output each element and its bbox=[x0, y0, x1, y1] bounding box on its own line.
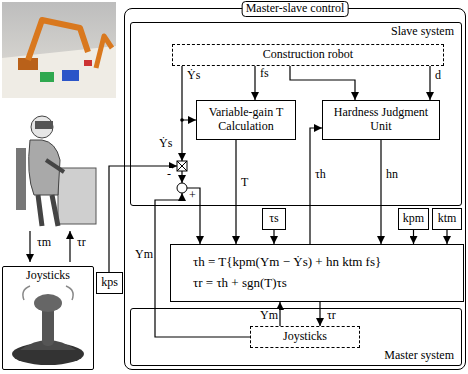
box-label: kps bbox=[101, 276, 118, 290]
signal-arrow bbox=[254, 66, 255, 100]
parameter-box: τs bbox=[262, 208, 286, 230]
gain-box: kpm bbox=[398, 208, 429, 230]
signal-arrow bbox=[279, 302, 280, 326]
chair bbox=[16, 148, 26, 210]
process-box: Variable-gain T Calculation bbox=[196, 100, 296, 140]
signal-arrow bbox=[429, 66, 430, 100]
signal-arrow bbox=[290, 66, 355, 100]
operator-legs bbox=[38, 195, 58, 226]
region-label: Slave system bbox=[388, 25, 457, 39]
plant-box: Construction robot bbox=[172, 44, 444, 66]
error-wire bbox=[187, 188, 200, 244]
robot-scene bbox=[2, 2, 116, 98]
blue-block bbox=[62, 70, 79, 81]
motion-arrows bbox=[23, 286, 73, 300]
joystick-grip bbox=[34, 294, 62, 312]
operator-figure bbox=[16, 116, 96, 226]
equation-box: τh = T{kpm(Ym − Ẏs) + hn ktm fs} τr = τh … bbox=[170, 244, 464, 302]
box-label: Variable-gain T Calculation bbox=[201, 106, 291, 134]
system-boundary: Master-slave controlSlave systemConstruc… bbox=[124, 8, 466, 370]
multiplier-symbol bbox=[177, 161, 187, 171]
signal-arrow bbox=[235, 140, 236, 244]
summing-junction bbox=[177, 183, 187, 193]
box-label: ktm bbox=[438, 212, 457, 226]
device-box: Joysticks bbox=[250, 326, 360, 348]
signal-arrow bbox=[446, 230, 447, 244]
torque-arrow bbox=[69, 231, 70, 262]
gain-box: ktm bbox=[432, 208, 462, 230]
box-label: Construction robot bbox=[263, 48, 353, 62]
junction-sign: - bbox=[166, 168, 172, 182]
gain-wire bbox=[109, 166, 177, 272]
region-label: Master-slave control bbox=[242, 1, 349, 17]
signal-name: τr bbox=[326, 309, 337, 323]
red-block bbox=[84, 60, 92, 66]
signal-name: fs bbox=[259, 67, 270, 81]
process-box: Hardness Judgment Unit bbox=[322, 100, 440, 140]
equation-text: τh = T{kpm(Ym − Ẏs) + hn ktm fs} bbox=[193, 255, 381, 270]
console bbox=[58, 168, 96, 224]
signal-name: Ym bbox=[259, 309, 279, 323]
region-label: Master system bbox=[381, 349, 457, 363]
signal-name: T bbox=[240, 176, 249, 190]
signal-name: Ẏs bbox=[158, 137, 173, 151]
signal-arrow bbox=[319, 302, 320, 326]
robot-arm bbox=[96, 36, 112, 68]
signal-name: Ym bbox=[134, 248, 154, 262]
scene-ground bbox=[2, 2, 116, 98]
signal-name: Ẏs bbox=[186, 69, 201, 83]
feedback-wire bbox=[181, 120, 182, 161]
equation-text: τr = τh + sgn(T)τs bbox=[193, 276, 287, 291]
device-panel: Joysticks bbox=[2, 266, 94, 370]
robot-arm bbox=[28, 20, 88, 60]
box-label: τs bbox=[269, 212, 279, 226]
subsystem-band: Master system Joysticks bbox=[130, 308, 462, 366]
region-label: Joysticks bbox=[23, 269, 73, 283]
signal-arrow bbox=[310, 128, 322, 244]
operator-arm bbox=[46, 160, 64, 172]
signal-arrow bbox=[273, 230, 274, 244]
feedback-wire bbox=[181, 171, 182, 183]
operator-head bbox=[31, 116, 53, 138]
box-label: kpm bbox=[403, 212, 424, 226]
box-label: Hardness Judgment Unit bbox=[327, 106, 435, 134]
signal-arrow bbox=[380, 140, 381, 244]
joystick-figure bbox=[12, 286, 84, 365]
green-block bbox=[40, 72, 54, 82]
head-mounted-display bbox=[35, 121, 53, 129]
gain-box: kps bbox=[96, 272, 123, 294]
subsystem-band: Slave systemConstruction robotVariable-g… bbox=[130, 22, 462, 206]
signal-name: hn bbox=[385, 168, 399, 182]
signal-name: d bbox=[434, 69, 442, 83]
signal-arrow bbox=[413, 230, 414, 244]
multiplier-cross bbox=[177, 161, 187, 171]
junction-sign: + bbox=[188, 189, 197, 203]
signal-name: τm bbox=[36, 236, 52, 250]
box-label: Joysticks bbox=[283, 330, 327, 344]
torque-arrow bbox=[29, 231, 30, 262]
signal-name: τh bbox=[314, 168, 327, 182]
signal-name: τr bbox=[76, 236, 87, 250]
